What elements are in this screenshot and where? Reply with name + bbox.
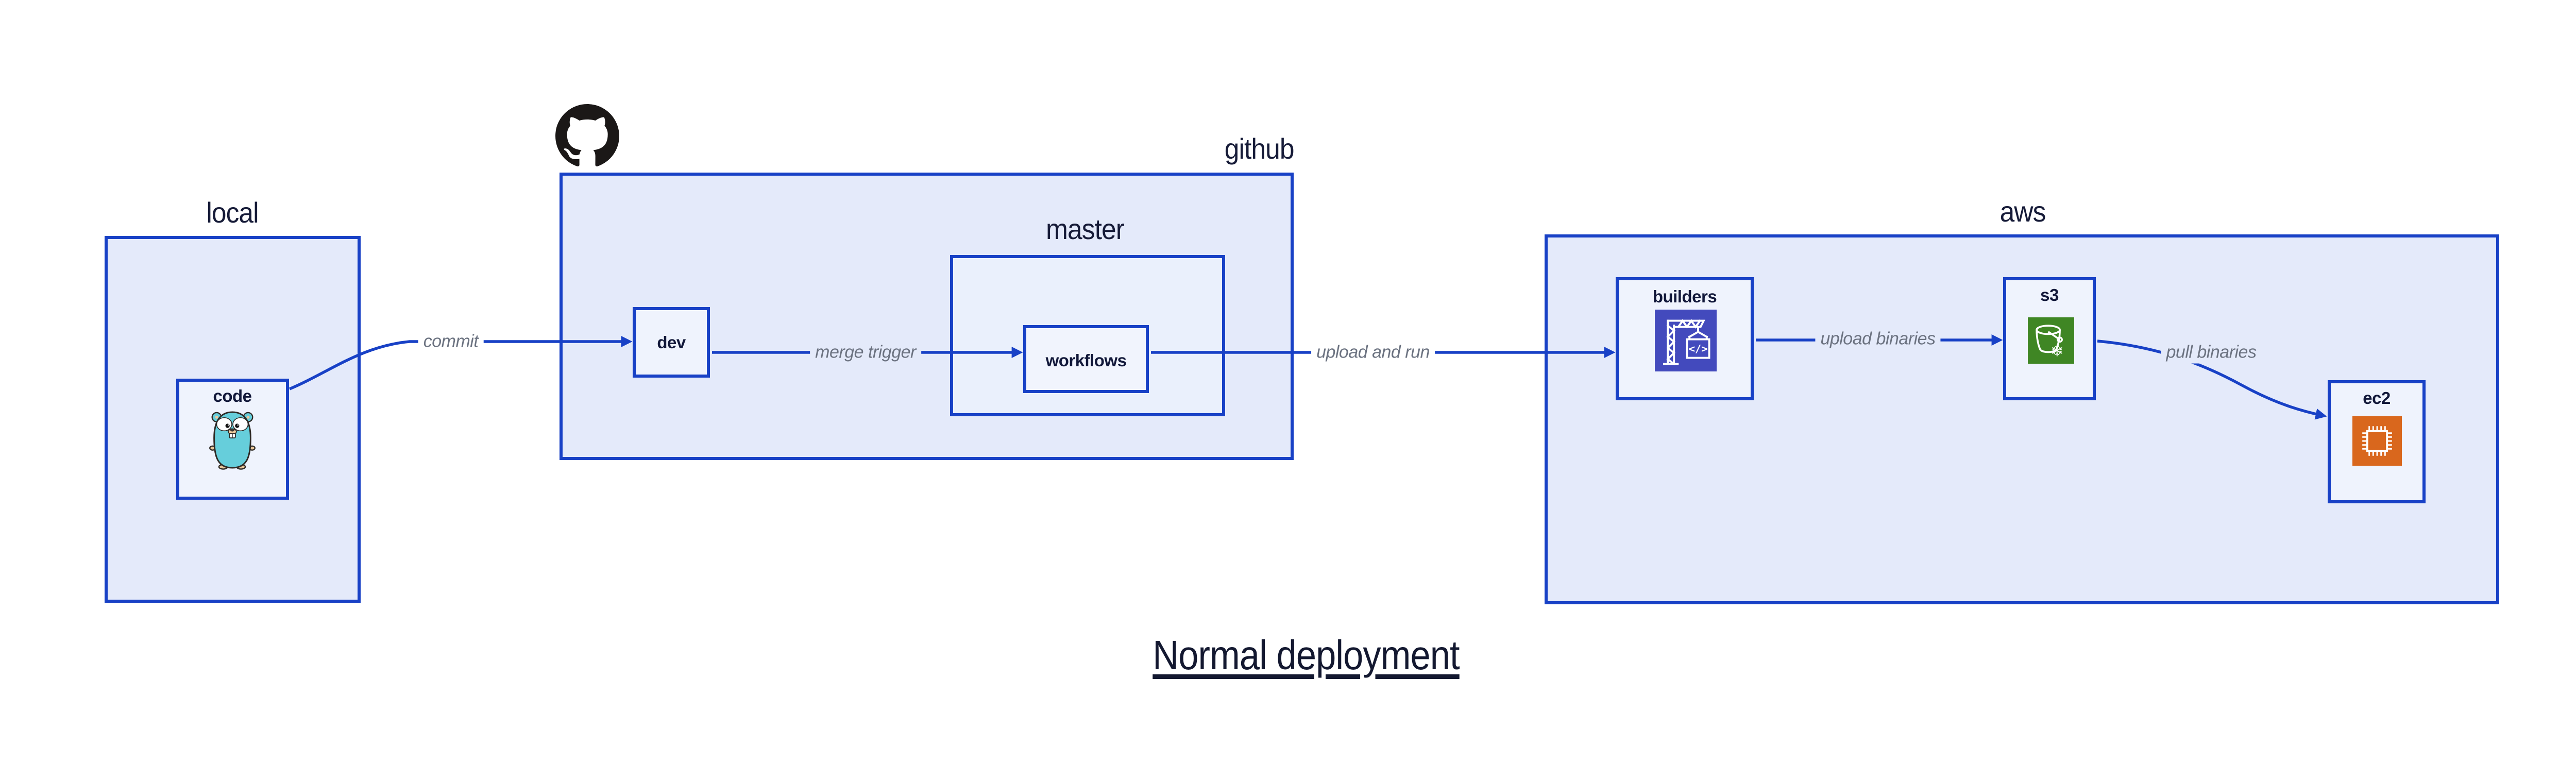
- node-box-builders: [1616, 277, 1754, 400]
- group-label-master: master: [1046, 213, 1125, 245]
- group-label-local: local: [206, 196, 259, 229]
- edge-label-upload-binaries: upload binaries: [1815, 328, 1941, 350]
- edge-label-commit: commit: [418, 330, 484, 353]
- diagram-title: Normal deployment: [1153, 632, 1460, 678]
- group-label-github: github: [1225, 132, 1295, 165]
- node-label-ec2: ec2: [2363, 388, 2391, 408]
- node-box-workflows: [1023, 325, 1149, 393]
- node-label-s3: s3: [2040, 285, 2059, 304]
- github-logo-icon: [555, 104, 619, 168]
- node-label-workflows: workflows: [1045, 351, 1127, 370]
- go-gopher-icon: [209, 411, 256, 470]
- node-box-dev: [633, 307, 710, 378]
- code-glyph: </>: [1689, 343, 1708, 355]
- edge-label-upload-and-run: upload and run: [1311, 341, 1435, 364]
- node-label-dev: dev: [657, 333, 686, 352]
- edge-label-pull-binaries: pull binaries: [2161, 341, 2262, 364]
- edge-label-merge-trigger: merge trigger: [810, 341, 921, 364]
- group-label-aws: aws: [1999, 195, 2046, 228]
- node-label-builders: builders: [1652, 287, 1717, 306]
- aws-s3-icon: ❄: [2028, 317, 2074, 364]
- node-label-code: code: [213, 386, 252, 405]
- aws-codebuild-icon: </>: [1655, 310, 1717, 371]
- snowflake-glyph: ❄: [2050, 343, 2064, 361]
- aws-ec2-icon: [2352, 416, 2402, 466]
